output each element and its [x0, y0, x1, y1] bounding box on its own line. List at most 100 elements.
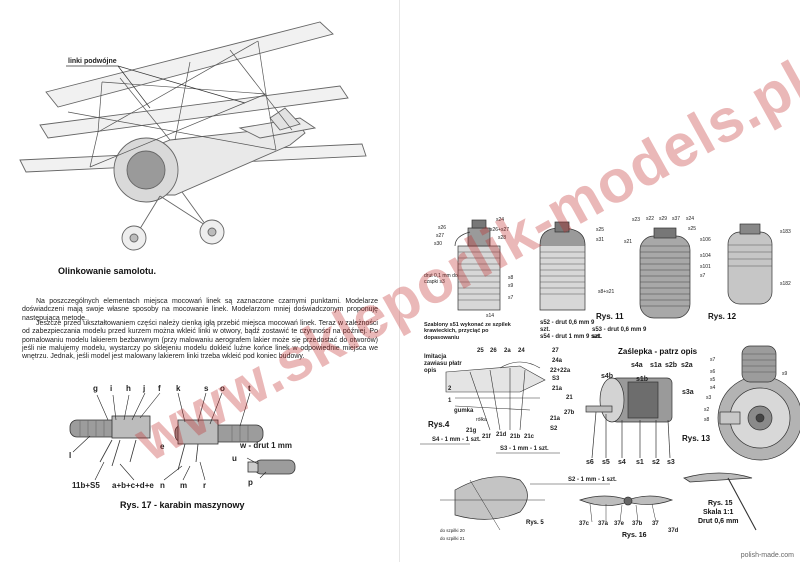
- cowl-label: s6: [586, 459, 594, 466]
- paragraph-1: Na poszczególnych elementach miejsca moc…: [22, 298, 378, 322]
- tail-drawing-rys5: [440, 476, 545, 531]
- rys11-label: s8+s21: [598, 289, 615, 295]
- paragraph-2: Jeszcze przed ukształtowaniem części nal…: [22, 320, 378, 360]
- gun-bottom-label-n: n: [160, 481, 165, 490]
- rys11-label: s31: [596, 237, 605, 243]
- s53-note: s53 - drut 0,6 mm 9 szt.: [592, 327, 647, 341]
- cowl-label: s1: [636, 459, 644, 466]
- gun-label-l: l: [69, 451, 72, 460]
- rys4-label: S2: [550, 426, 558, 432]
- rys4-label: S3: [552, 376, 560, 382]
- rys4-label: 27b: [564, 410, 575, 416]
- footer-credit: polish-made.com: [740, 552, 794, 559]
- prop-label: 37d: [668, 528, 679, 534]
- rys4-label: rółka: [476, 417, 487, 423]
- middle-wing: [39, 85, 349, 139]
- cylinder-drawing-rys11a: [454, 219, 501, 311]
- prop-label: 37b: [632, 521, 643, 527]
- rys12-label: s37: [672, 216, 681, 222]
- rys4-label: 21b: [510, 434, 521, 440]
- rys11-label: s26: [438, 225, 447, 231]
- rys15-scale: Skala 1:1: [703, 509, 734, 516]
- biplane-drawing: [19, 21, 367, 251]
- rys12-label: s101: [700, 264, 711, 270]
- wire-label: w - drut 1 mm: [240, 441, 293, 450]
- rys5-caption: Rys. 5: [526, 520, 544, 526]
- cowl-label: s3: [667, 459, 675, 466]
- cowling-inner: [126, 150, 166, 190]
- rys4-label: 24a: [552, 358, 563, 364]
- rys13-label: s2: [704, 407, 710, 413]
- rys4-label: 21a: [550, 416, 561, 422]
- skid-rys15: [683, 472, 757, 531]
- gun-label-u: u: [232, 454, 237, 463]
- rys12-label: s106: [700, 237, 711, 243]
- gun-caption: Rys. 17 - karabin maszynowy: [120, 500, 245, 510]
- fin: [269, 107, 301, 131]
- machine-gun-drawing: [69, 392, 296, 481]
- rys11-label: s9: [508, 283, 514, 289]
- rys12-label: s183: [780, 229, 791, 235]
- s54-note: s54 - drut 1 mm 9 szt.: [540, 334, 602, 340]
- cowl-label: s5: [602, 459, 610, 466]
- rys12-label: s23: [632, 217, 641, 223]
- rys4-label: 21a: [552, 386, 563, 392]
- rys4-label: 1: [448, 398, 452, 404]
- page-divider: [399, 0, 400, 562]
- rys12-label: s104: [700, 253, 711, 259]
- rotary-engine-rys13: [717, 345, 800, 461]
- rys12-label: s29: [659, 216, 668, 222]
- rys4-label: 21: [566, 395, 573, 401]
- rys12-caption: Rys. 12: [708, 312, 737, 321]
- rys15-wire: Drut 0,6 mm: [698, 518, 739, 525]
- rys11-label: s7: [508, 295, 514, 301]
- strut-drawing-rys4: [420, 361, 610, 485]
- rys4-label: 21g: [466, 428, 477, 434]
- rys5-note: do szpilki 21: [440, 536, 465, 541]
- rys13-label: s4: [710, 385, 716, 391]
- rys12-label: s21: [624, 239, 633, 245]
- struts-title: Imitacja zawiasu płatr opis: [424, 354, 462, 375]
- rys4-label: 21c: [524, 434, 535, 440]
- rys11-label: s8: [508, 275, 514, 281]
- cowl-label: s4: [618, 459, 626, 466]
- cowl-label: s4b: [601, 373, 614, 380]
- rys12-label: s182: [780, 281, 791, 287]
- cowl-label: s2b: [665, 362, 678, 369]
- rys11-caption: Rys. 11: [596, 312, 624, 321]
- rys11-label: s14: [486, 313, 495, 319]
- rys5-note: do szpilki 20: [440, 528, 465, 533]
- rys13-label: s7: [710, 357, 716, 363]
- cylinder-drawing-rys12b: [727, 223, 773, 305]
- gun-label-p: p: [248, 478, 253, 487]
- template-note: Szablony s51 wykonać ze szpilek krawieck…: [424, 322, 511, 341]
- cylinder-drawing-rys11b: [539, 221, 586, 311]
- rys13-label: s9: [782, 371, 788, 377]
- s52-note: s52 - drut 0,6 mm 9 szt.: [540, 320, 595, 334]
- prop-label: 37: [652, 521, 659, 527]
- gun-bottom-label-r: r: [203, 481, 207, 490]
- rys12-label: s25: [688, 226, 697, 232]
- rys11-label: s27: [436, 233, 445, 239]
- rys13-label: s6: [710, 369, 716, 375]
- prop-label: 37e: [614, 521, 625, 527]
- gun-label-t: t: [248, 384, 251, 393]
- rys4-label: 21f: [482, 434, 491, 440]
- gun-bottom-label-m: m: [180, 481, 188, 490]
- rys13-label: s5: [710, 377, 716, 383]
- rys4-label: 25: [477, 348, 484, 354]
- cowl-label: s2a: [681, 362, 693, 369]
- gun-label-o: o: [220, 384, 225, 393]
- s4-note: S4 - 1 mm - 1 szt.: [432, 437, 481, 443]
- gun-label-k: k: [176, 384, 181, 393]
- gun-label-j: j: [143, 384, 146, 393]
- rys11-label: s24: [496, 217, 505, 223]
- rys12-label: s7: [700, 273, 706, 279]
- gun-bottom-label-1: 11b+S5: [72, 481, 100, 490]
- s2-note: S2 - 1 mm - 1 szt.: [568, 477, 617, 483]
- cowl-drawing: [585, 377, 673, 459]
- rys13-label: s8: [704, 417, 710, 423]
- cylinder-drawing-rys12a: [639, 227, 691, 319]
